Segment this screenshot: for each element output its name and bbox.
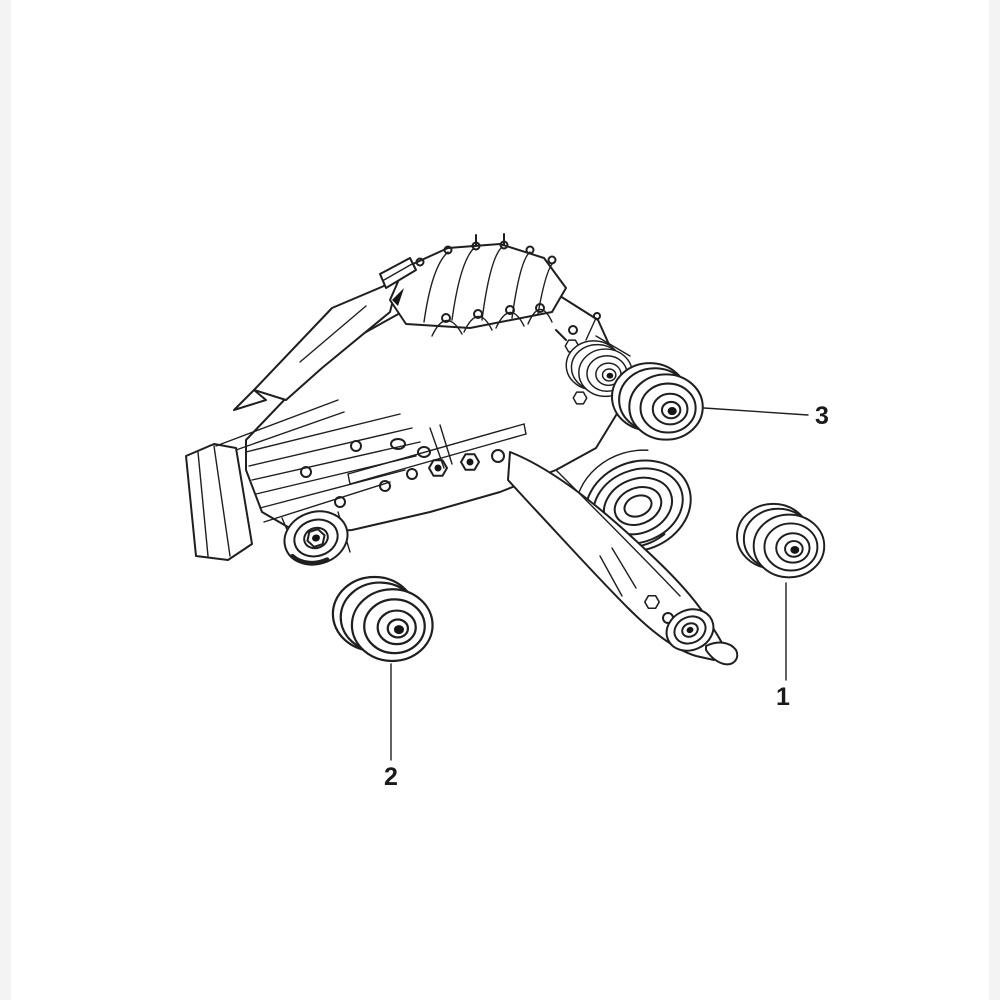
right-margin-band bbox=[989, 0, 1000, 1000]
bushing-part-3 bbox=[610, 362, 704, 441]
left-margin-band bbox=[0, 0, 11, 1000]
housing-body bbox=[185, 233, 739, 666]
callout-label-1: 1 bbox=[776, 683, 790, 711]
support-arm bbox=[507, 451, 739, 666]
bushing-part-2 bbox=[331, 575, 434, 663]
bushing-part-1 bbox=[736, 502, 826, 579]
callout-label-2: 2 bbox=[384, 763, 398, 791]
callout-label-3: 3 bbox=[815, 402, 829, 430]
leader-line-3 bbox=[703, 407, 809, 416]
